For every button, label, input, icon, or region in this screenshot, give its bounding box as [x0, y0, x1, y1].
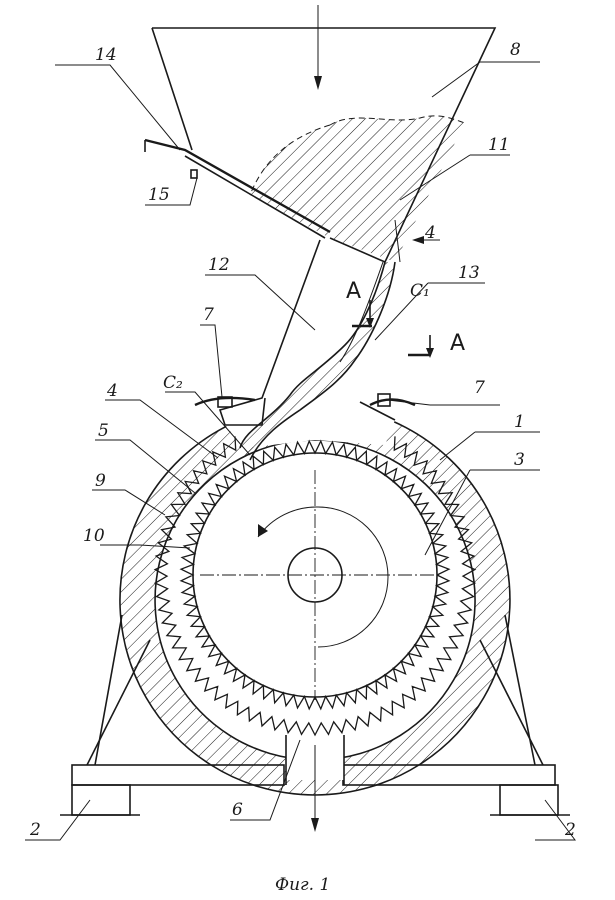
chute	[218, 239, 396, 461]
label-6: 6	[232, 800, 243, 820]
shaft	[200, 470, 440, 700]
label-c2: C₂	[163, 373, 183, 393]
label-10: 10	[83, 526, 105, 546]
section-marker	[352, 300, 434, 358]
stator-teeth	[153, 436, 477, 737]
damper-pad-right	[499, 784, 559, 816]
label-2-right: 2	[564, 820, 576, 840]
figure-caption: Фиг. 1	[275, 875, 330, 895]
label-15: 15	[148, 185, 170, 205]
leader-lines	[25, 61, 576, 841]
label-4-top: 4	[424, 223, 436, 243]
label-14: 14	[95, 45, 117, 65]
clamp-right	[369, 393, 416, 407]
statorTeeth-profile	[153, 436, 477, 737]
label-c1: C₁	[410, 281, 430, 301]
label-5: 5	[98, 421, 109, 441]
label-9: 9	[95, 471, 106, 491]
inflow-arrow	[314, 5, 322, 90]
label-7-right: 7	[474, 378, 485, 398]
label-13: 13	[458, 263, 480, 283]
label-2-left: 2	[29, 820, 41, 840]
hopper	[151, 27, 497, 264]
label-4-left: 4	[106, 381, 118, 401]
label-8: 8	[510, 40, 521, 60]
labels: 8 11 4 C₁ 13 A A 14 15 12 7 7 C₂ 4 5 1 3…	[29, 40, 576, 895]
label-11: 11	[488, 135, 510, 155]
support-frame	[60, 614, 570, 816]
rotor-teeth	[179, 439, 451, 711]
rotorTeeth-profile	[179, 439, 451, 711]
label-12: 12	[208, 255, 230, 275]
rotation-arrow	[257, 506, 389, 648]
label-1: 1	[514, 412, 525, 432]
outflow-arrow	[311, 745, 319, 832]
label-3: 3	[514, 450, 525, 470]
shutter-plate	[144, 138, 331, 239]
clamp-left	[194, 396, 256, 408]
label-7-left: 7	[203, 305, 214, 325]
label-section-a-1: A	[346, 279, 361, 304]
label-section-a-2: A	[450, 331, 465, 356]
gap-arrow	[412, 236, 440, 244]
damper-pad-left	[71, 784, 131, 816]
